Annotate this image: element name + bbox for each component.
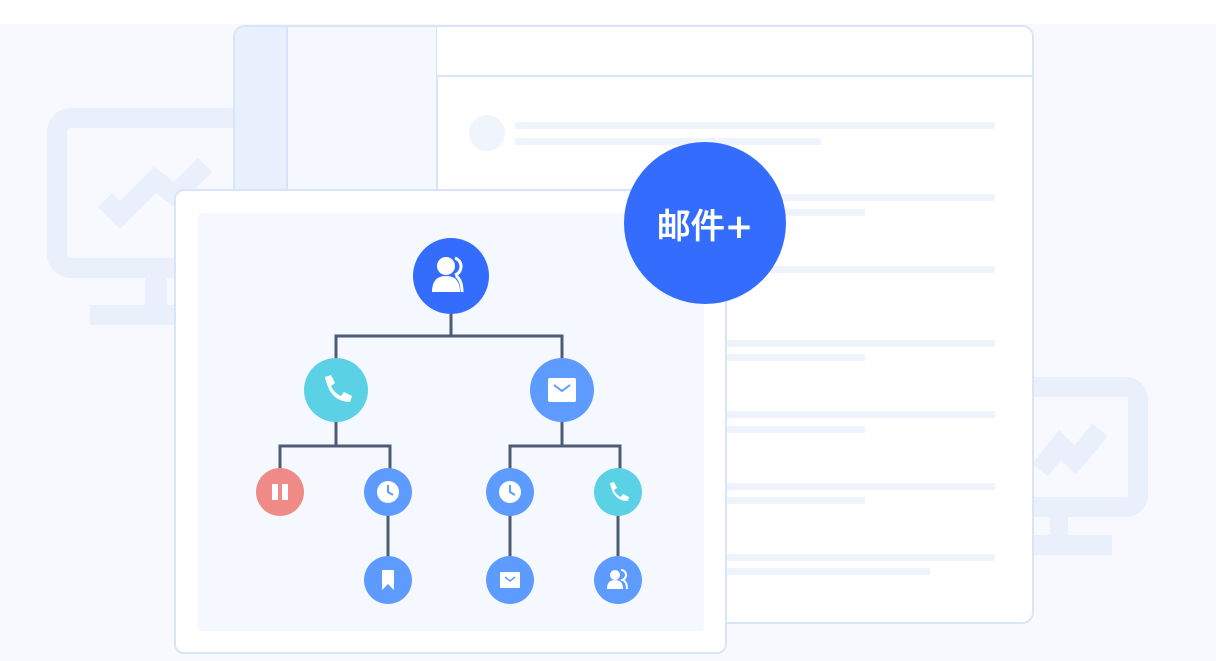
phone-node <box>304 358 368 422</box>
users-node <box>594 556 642 604</box>
users-icon <box>607 569 628 590</box>
mail-node <box>530 358 594 422</box>
mail-icon <box>500 572 520 588</box>
mail-icon <box>548 378 576 402</box>
phone-icon <box>325 375 352 402</box>
tree-connectors <box>278 310 622 558</box>
bookmark-icon <box>382 570 394 590</box>
window-header <box>437 27 1032 77</box>
phone-node <box>594 468 642 516</box>
phone-icon <box>610 482 629 501</box>
root-node <box>413 238 489 314</box>
clock-node <box>364 468 412 516</box>
mail-plus-badge: 邮件+ <box>624 142 786 304</box>
clock-icon <box>377 481 399 503</box>
bookmark-node <box>364 556 412 604</box>
pause-node <box>256 468 304 516</box>
clock-node <box>486 468 534 516</box>
pause-icon <box>272 484 288 500</box>
badge-label: 邮件+ <box>656 206 754 247</box>
users-icon <box>432 256 464 293</box>
mail-node <box>486 556 534 604</box>
avatar-placeholder <box>469 115 505 151</box>
clock-icon <box>499 481 521 503</box>
